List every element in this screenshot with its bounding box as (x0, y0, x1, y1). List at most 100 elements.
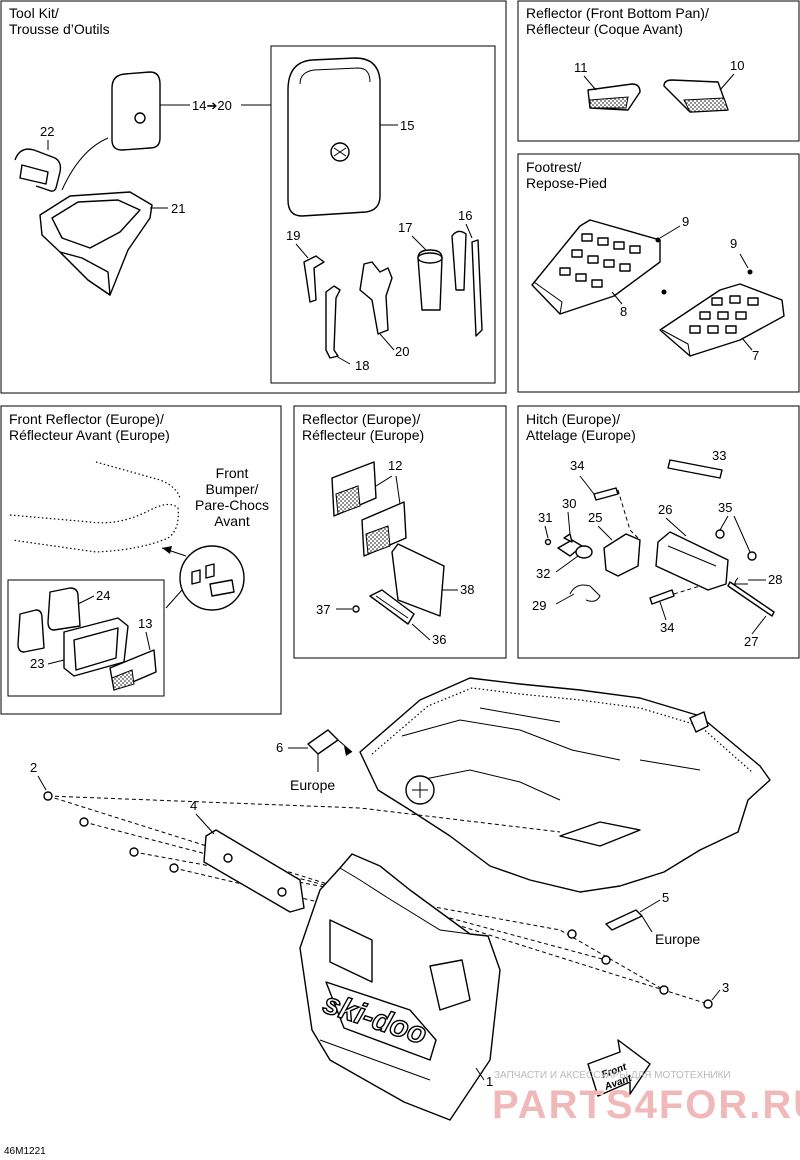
reflector-13 (109, 649, 157, 691)
reflector-pan-panel: Reflector (Front Bottom Pan)/ Réflecteur… (517, 0, 800, 142)
front-reflector-title-fr: Réflecteur Avant (Europe) (9, 427, 170, 443)
hex-key-19 (303, 255, 325, 303)
callout-9b: 9 (730, 236, 737, 251)
callout-37: 37 (316, 602, 330, 617)
front-reflector-title-en: Front Reflector (Europe)/ (9, 411, 164, 427)
callout-1: 1 (486, 1074, 493, 1089)
nut-35a (715, 529, 725, 539)
tool-kit-bag-15 (287, 57, 381, 217)
callout-2: 2 (30, 760, 37, 775)
callout-26: 26 (658, 502, 672, 517)
callout-33: 33 (712, 448, 726, 463)
nut-35b (747, 551, 757, 561)
callout-27: 27 (744, 634, 758, 649)
callout-12: 12 (388, 458, 402, 473)
bolt-34-top (593, 487, 619, 501)
bottom-pan-1: ski-doo (299, 853, 501, 1121)
clip-29 (569, 584, 601, 602)
watermark-line-1: ЗАПЧАСТИ И АКСЕССУАРЫ ДЛЯ МОТОТЕХНИКИ (494, 1070, 731, 1081)
tool-kit-title-fr: Trousse d’Outils (9, 21, 110, 37)
reflector-6 (307, 729, 339, 755)
callout-22: 22 (40, 124, 54, 139)
footrest-8 (531, 219, 661, 315)
callout-3: 3 (722, 980, 729, 995)
front-reflector-europe-panel: Front Reflector (Europe)/ Réflecteur Ava… (0, 405, 282, 715)
hitch-title-en: Hitch (Europe)/ (526, 411, 620, 427)
tool-holder-21 (39, 191, 153, 296)
hitch-title-fr: Attelage (Europe) (526, 427, 636, 443)
bracket-22 (14, 148, 62, 192)
reflector-pan-title-fr: Réflecteur (Coque Avant) (526, 21, 683, 37)
part-31 (544, 538, 552, 546)
callout-8: 8 (620, 304, 627, 319)
callout-29: 29 (532, 598, 546, 613)
reflector-5 (605, 909, 643, 931)
bolt-34-bottom (649, 589, 675, 605)
callout-36: 36 (432, 632, 446, 647)
screwdriver-16 (451, 230, 483, 337)
callout-4: 4 (190, 798, 197, 813)
bracket-4 (203, 829, 305, 913)
footrest-panel: Footrest/ Repose-Pied 8 9 7 9 (517, 153, 800, 393)
callout-10: 10 (730, 58, 744, 73)
front-bumper-label-2: Bumper/ (206, 481, 259, 497)
front-bumper-label-3: Pare-Chocs (195, 497, 269, 513)
callout-34a: 34 (570, 458, 584, 473)
callout-6: 6 (276, 740, 283, 755)
tool-pouch-small (111, 71, 161, 151)
main-assembly: 6 Europe 5 Europe 2 3 (30, 677, 771, 1121)
rod-27 (727, 581, 775, 617)
chassis (359, 677, 771, 893)
europe-label-5: Europe (655, 931, 700, 947)
footrest-title-en: Footrest/ (526, 159, 581, 175)
front-bumper-label-4: Avant (214, 513, 250, 529)
callout-38: 38 (460, 582, 474, 597)
part-32 (575, 545, 593, 559)
callout-30: 30 (562, 496, 576, 511)
hitch-block-25 (603, 533, 641, 577)
screw-37 (352, 605, 360, 613)
callout-20: 20 (395, 344, 409, 359)
front-bumper-label-1: Front (216, 465, 249, 481)
socket-17 (417, 249, 443, 311)
callout-24: 24 (96, 588, 110, 603)
tool-kit-panel: Tool Kit/ Trousse d’Outils 14➔20 22 21 (0, 0, 507, 394)
bracket-24 (17, 587, 81, 653)
plate-38 (391, 543, 445, 617)
reflector-europe-panel: Reflector (Europe)/ Réflecteur (Europe) … (293, 405, 507, 659)
callout-7: 7 (752, 348, 759, 363)
callout-15: 15 (400, 118, 414, 133)
hitch-europe-panel: Hitch (Europe)/ Attelage (Europe) 33 34 … (517, 405, 800, 659)
spanner-20 (359, 261, 393, 335)
callout-5: 5 (662, 890, 669, 905)
callout-14-20: 14➔20 (192, 98, 232, 113)
europe-label-6: Europe (290, 777, 335, 793)
watermark: ЗАПЧАСТИ И АКСЕССУАРЫ ДЛЯ МОТОТЕХНИКИ PA… (492, 1070, 800, 1127)
callout-23: 23 (30, 656, 44, 671)
decal-33 (667, 459, 723, 479)
wrench-18 (325, 285, 341, 359)
reflector-12 (331, 461, 407, 557)
detail-circle (179, 545, 245, 611)
reflector-europe-title-en: Reflector (Europe)/ (302, 411, 420, 427)
front-bumper-outline (9, 503, 179, 553)
reflector-pan-title-en: Reflector (Front Bottom Pan)/ (526, 5, 709, 21)
tool-kit-title-en: Tool Kit/ (9, 5, 59, 21)
watermark-line-2: PARTS4FOR.RU (492, 1083, 800, 1127)
figure-id: 46M1221 (4, 1146, 46, 1157)
footrest-7 (659, 283, 785, 357)
rivets (43, 791, 713, 1009)
callout-16: 16 (458, 208, 472, 223)
callout-9a: 9 (682, 214, 689, 229)
callout-32: 32 (536, 566, 550, 581)
callout-21: 21 (171, 201, 185, 216)
callout-13: 13 (138, 616, 152, 631)
callout-34b: 34 (660, 620, 674, 635)
callout-17: 17 (398, 220, 412, 235)
reflector-europe-title-fr: Réflecteur (Europe) (302, 427, 424, 443)
callout-25: 25 (588, 510, 602, 525)
footrest-title-fr: Repose-Pied (526, 175, 607, 191)
callout-28: 28 (768, 572, 782, 587)
callout-18: 18 (355, 358, 369, 373)
